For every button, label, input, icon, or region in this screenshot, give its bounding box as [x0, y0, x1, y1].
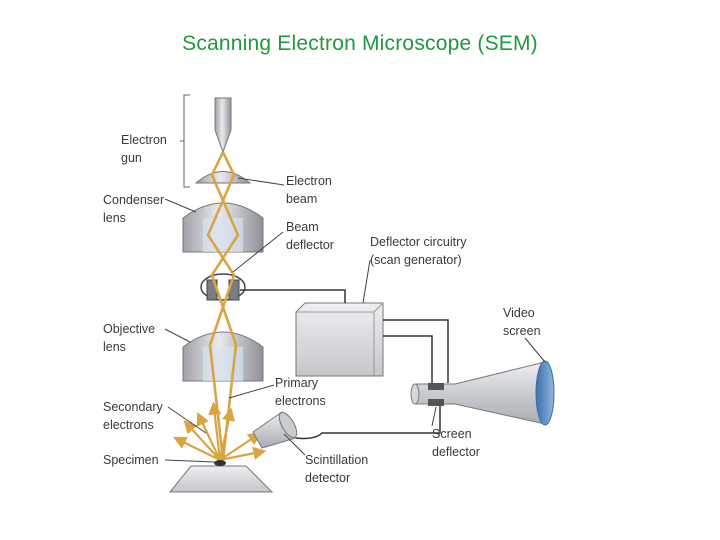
- video-screen: [410, 360, 555, 426]
- objective-lens: [182, 331, 264, 382]
- beam-deflector: [200, 273, 246, 301]
- scan-generator-box: [295, 302, 384, 377]
- scintillation-detector: [252, 411, 298, 449]
- secondary-electrons: [173, 401, 267, 462]
- electron-beam: [206, 151, 240, 461]
- electron-gun-bracket: [183, 94, 190, 188]
- condenser-lens: [182, 202, 264, 253]
- specimen: [168, 460, 274, 493]
- label-deflector-circuitry: Deflector circuitry(scan generator): [370, 235, 467, 267]
- wires: [240, 289, 449, 440]
- page-title: Scanning Electron Microscope (SEM): [182, 32, 538, 55]
- leader-lines: [164, 177, 546, 463]
- electron-gun: [194, 97, 252, 184]
- label-specimen: Specimen: [103, 453, 159, 467]
